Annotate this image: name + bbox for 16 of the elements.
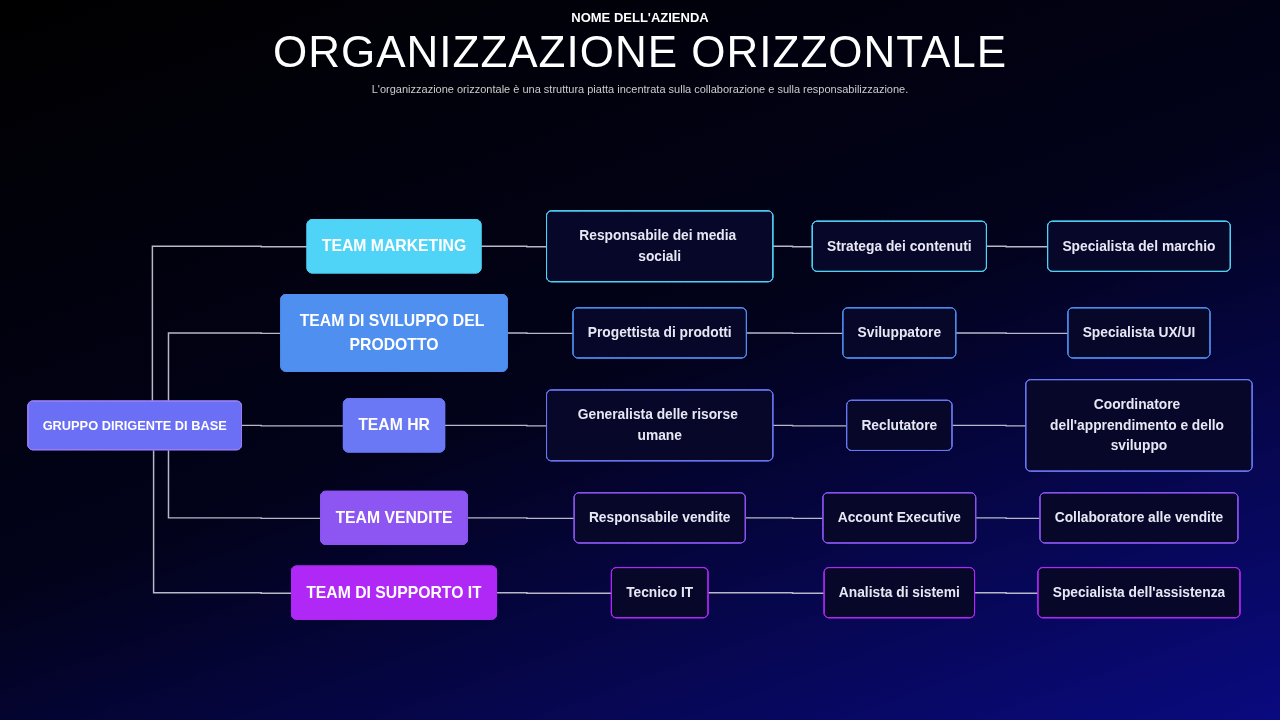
connector (167, 449, 322, 520)
connector (772, 245, 814, 248)
connector (467, 517, 576, 520)
connector (707, 591, 826, 594)
subtitle: L'organizzazione orizzontale è una struttura piatta incentrata sulla collaborazione e sulla responsabilizzazione. (371, 83, 909, 95)
title: ORGANIZZAZIONE ORIZZONTALE (272, 27, 1008, 77)
connector (152, 449, 293, 594)
connector (241, 424, 345, 427)
connector (986, 245, 1049, 248)
connector (480, 245, 548, 248)
connector (496, 591, 613, 594)
connector (772, 424, 848, 427)
company-name: NOME DELL'AZIENDA (570, 10, 710, 25)
connector (506, 332, 575, 335)
connector (951, 424, 1027, 427)
connector (444, 424, 548, 427)
